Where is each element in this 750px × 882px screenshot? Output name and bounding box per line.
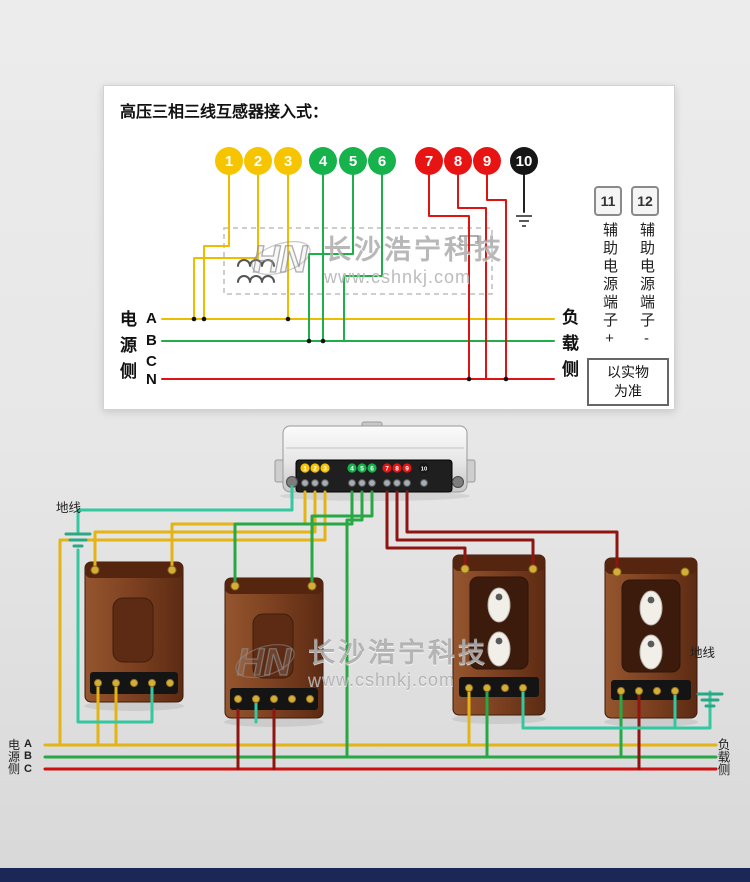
terminal-circle-7: 7 — [415, 147, 443, 175]
terminal-circle-2: 2 — [244, 147, 272, 175]
svg-text:5: 5 — [360, 466, 364, 473]
pt2-insulator-top — [639, 590, 663, 626]
terminal-circle-6: 6 — [368, 147, 396, 175]
svg-text:6: 6 — [370, 466, 374, 473]
terminal-number: 3 — [283, 152, 293, 170]
pt2-top-bar — [605, 558, 697, 574]
ct2-top-bar — [225, 578, 323, 594]
aux-terminal-12-box: 12 — [631, 186, 659, 216]
phase-a-label: A — [146, 310, 157, 327]
terminal-number: 6 — [377, 152, 387, 170]
terminal-drop-wires — [193, 174, 525, 380]
phase-b-label: B — [146, 332, 157, 349]
bus-row-b: 源 B — [8, 749, 32, 764]
terminal-circle-1: 1 — [215, 147, 243, 175]
meter-outline-dashed — [223, 227, 493, 295]
ground-symbol-left — [64, 532, 92, 548]
energy-meter: 1 2 3 4 5 6 7 8 9 10 — [274, 421, 476, 493]
meter-terminal-numbers: 1 2 3 4 5 6 7 8 9 10 — [300, 463, 429, 473]
terminal-number: 10 — [515, 152, 533, 170]
aux-terminal-11-box: 11 — [594, 186, 622, 216]
source-cn-3: 侧 — [8, 762, 21, 777]
teal-ground-wires — [76, 485, 712, 730]
svg-text:8: 8 — [395, 466, 399, 473]
svg-text:7: 7 — [385, 466, 389, 473]
source-side-bus-labels: 电 A 源 B 侧 C — [8, 737, 32, 777]
wiring-diagram-panel: 高压三相三线互感器接入式： — [103, 85, 675, 410]
svg-text:4: 4 — [350, 466, 354, 473]
terminal-number: 2 — [253, 152, 263, 170]
pt2-terminal-strip — [611, 680, 691, 700]
source-cn-2: 源 — [8, 749, 21, 764]
svg-text:10: 10 — [421, 467, 427, 473]
green-phase-b-wires — [233, 490, 623, 759]
source-phase-b: B — [24, 750, 32, 763]
note-box: 以实物 为准 — [587, 358, 669, 406]
bus-row-a: 电 A — [8, 737, 32, 752]
ground-label-left: 地线 — [56, 501, 82, 515]
source-phase-a: A — [24, 738, 32, 751]
source-cn-1: 电 — [8, 737, 21, 752]
meter-right-screw — [452, 476, 464, 488]
pt1-top-bar — [453, 555, 545, 571]
ct1-window — [112, 597, 154, 663]
pt1-insulator-top — [487, 587, 511, 623]
aux-terminal-11-number: 11 — [600, 193, 616, 209]
terminal-number: 5 — [348, 152, 358, 170]
phase-lines — [161, 318, 555, 380]
note-line-2: 为准 — [614, 383, 642, 399]
terminal-circle-9: 9 — [473, 147, 501, 175]
transformer-screws — [90, 564, 690, 704]
pt1-panel — [469, 576, 529, 670]
aux-terminal-11-label: 辅助电源端子+ — [601, 222, 618, 350]
note-line-1: 以实物 — [607, 364, 649, 380]
ground-label-right: 地线 — [690, 646, 716, 660]
phase-n-label: N — [146, 371, 157, 388]
physical-wiring-illustration: 1 2 3 4 5 6 7 8 9 10 — [43, 421, 724, 771]
terminal-number: 8 — [453, 152, 463, 170]
voltage-transformer-2 — [604, 557, 698, 719]
terminal-circle-3: 3 — [274, 147, 302, 175]
terminal-number: 9 — [482, 152, 492, 170]
svg-text:3: 3 — [323, 466, 327, 473]
svg-text:9: 9 — [405, 466, 409, 473]
pt2-insulator-bottom — [639, 634, 663, 670]
terminal-circle-4: 4 — [309, 147, 337, 175]
ct-coil-symbol — [237, 259, 275, 267]
load-side-bus-label: 负载侧 — [715, 738, 730, 776]
red-phase-c-wires — [236, 490, 641, 771]
panel-title: 高压三相三线互感器接入式： — [120, 104, 329, 121]
voltage-transformer-1 — [452, 554, 546, 716]
phase-c-label: C — [146, 353, 157, 370]
source-side-label: 电源侧 — [117, 310, 136, 388]
source-phase-c: C — [24, 762, 32, 775]
ct-coil-symbol — [237, 275, 275, 283]
terminal-number: 4 — [318, 152, 328, 170]
terminal-circle-8: 8 — [444, 147, 472, 175]
terminal-number: 1 — [224, 152, 234, 170]
aux-terminal-12-label: 辅助电源端子- — [638, 222, 655, 350]
pt1-insulator-bottom — [487, 631, 511, 667]
junction-dots — [191, 316, 509, 382]
aux-terminal-12-number: 12 — [637, 193, 653, 209]
phase-bus-lines — [43, 743, 718, 771]
meter-terminal-block — [295, 459, 453, 493]
load-side-label: 负载侧 — [559, 308, 578, 386]
bottom-navy-bar — [0, 868, 750, 882]
pt2-panel — [621, 579, 681, 673]
svg-text:2: 2 — [313, 466, 317, 473]
bus-row-c: 侧 C — [8, 762, 32, 777]
terminal-circle-10: 10 — [510, 147, 538, 175]
terminal-number: 7 — [424, 152, 434, 170]
svg-text:1: 1 — [303, 466, 307, 473]
ground-symbol-right — [696, 692, 724, 708]
meter-terminal-screws — [301, 479, 428, 487]
ct2-window — [252, 613, 294, 679]
ct1-top-bar — [85, 562, 183, 578]
schematic-wiring — [161, 174, 555, 382]
terminal-circle-5: 5 — [339, 147, 367, 175]
ground-symbol-schematic — [516, 215, 532, 227]
pt1-terminal-strip — [459, 677, 539, 697]
